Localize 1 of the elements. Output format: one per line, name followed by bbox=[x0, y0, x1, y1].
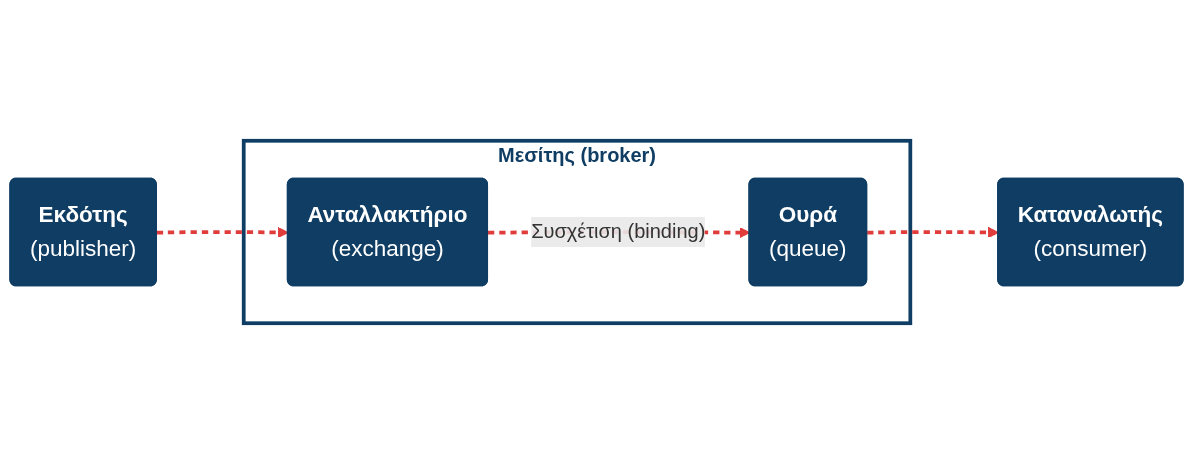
edge-label: Συσχέτιση (binding) bbox=[531, 220, 706, 242]
